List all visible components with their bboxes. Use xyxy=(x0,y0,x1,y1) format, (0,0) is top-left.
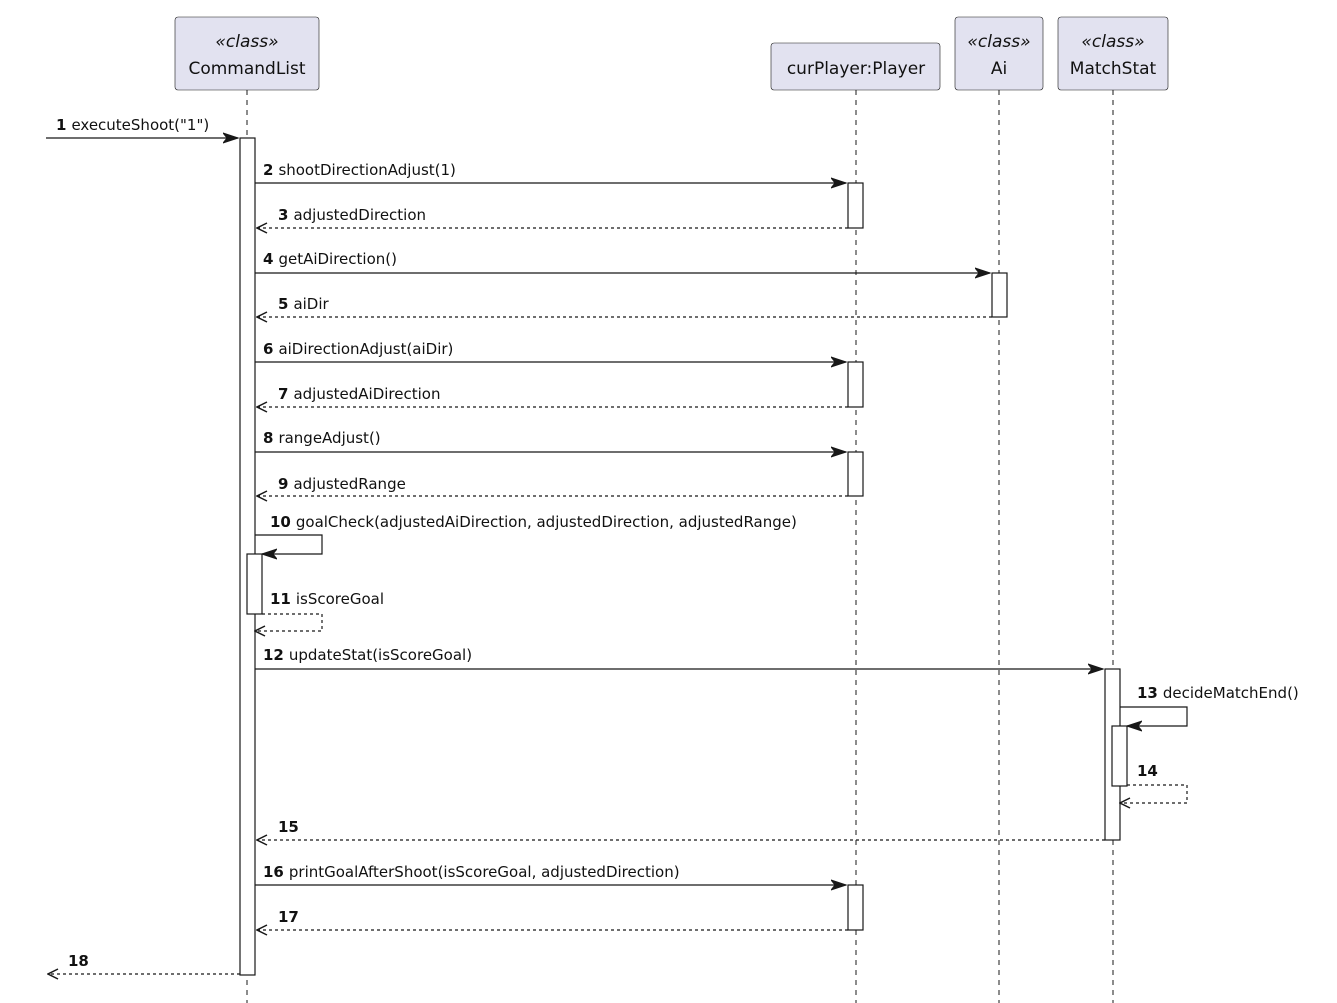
participant-box-ai xyxy=(954,16,1044,91)
participant-name-ai: Ai xyxy=(991,59,1007,79)
participant-stat: «class» MatchStat xyxy=(1057,16,1169,91)
message-arrow-10 xyxy=(255,534,323,554)
message-8: 8 rangeAdjust() xyxy=(255,429,846,452)
message-label-15: 15 xyxy=(278,818,299,836)
message-7: 7 adjustedAiDirection xyxy=(257,385,848,407)
message-number-7: 7 xyxy=(278,385,288,403)
message-text-3: adjustedDirection xyxy=(293,206,426,224)
message-13: 13 decideMatchEnd() xyxy=(1120,684,1299,726)
message-5: 5 aiDir xyxy=(257,295,992,317)
message-label-17: 17 xyxy=(278,908,299,926)
messages: 1 executeShoot("1") 2 shootDirectionAdjust(… xyxy=(46,116,1299,974)
message-label-14: 14 xyxy=(1137,762,1158,780)
message-label-4: 4 getAiDirection() xyxy=(263,250,397,268)
message-number-13: 13 xyxy=(1137,684,1158,702)
message-number-11: 11 xyxy=(270,590,291,608)
message-text-11: isScoreGoal xyxy=(296,590,384,608)
message-label-10: 10 goalCheck(adjustedAiDirection, adjuste… xyxy=(270,513,797,531)
message-label-7: 7 adjustedAiDirection xyxy=(278,385,440,403)
message-number-18: 18 xyxy=(68,952,89,970)
message-18: 18 xyxy=(48,952,240,974)
participant-name-stat: MatchStat xyxy=(1070,59,1157,79)
message-number-15: 15 xyxy=(278,818,299,836)
message-10: 10 goalCheck(adjustedAiDirection, adjuste… xyxy=(255,513,797,554)
activation-bars xyxy=(239,137,1128,976)
activation-player-2 xyxy=(847,182,864,229)
participant-box-player xyxy=(770,42,941,91)
message-label-9: 9 adjustedRange xyxy=(278,475,406,493)
message-text-16: printGoalAfterShoot(isScoreGoal, adjuste… xyxy=(289,863,680,881)
participant-stereotype-stat: «class» xyxy=(1081,32,1144,52)
participant-heads: «class» CommandList curPlayer:Player «class… xyxy=(174,16,1169,91)
message-number-2: 2 xyxy=(263,161,273,179)
message-number-1: 1 xyxy=(56,116,66,134)
message-number-5: 5 xyxy=(278,295,288,313)
message-2: 2 shootDirectionAdjust(1) xyxy=(255,161,846,183)
message-label-5: 5 aiDir xyxy=(278,295,330,313)
message-number-3: 3 xyxy=(278,206,288,224)
participant-name-cmd: CommandList xyxy=(188,59,305,79)
activation-player-8 xyxy=(847,451,864,497)
participant-stereotype-ai: «class» xyxy=(967,32,1030,52)
message-4: 4 getAiDirection() xyxy=(255,250,990,273)
message-number-16: 16 xyxy=(263,863,284,881)
message-17: 17 xyxy=(257,908,848,930)
participant-player: curPlayer:Player xyxy=(770,42,941,91)
activation-commandlist-self xyxy=(246,553,263,615)
message-label-6: 6 aiDirectionAdjust(aiDir) xyxy=(263,340,453,358)
message-text-13: decideMatchEnd() xyxy=(1163,684,1299,702)
message-number-12: 12 xyxy=(263,646,284,664)
message-3: 3 adjustedDirection xyxy=(257,206,848,228)
message-number-4: 4 xyxy=(263,250,273,268)
participant-box-stat xyxy=(1057,16,1169,91)
participant-name-player: curPlayer:Player xyxy=(787,59,925,79)
message-label-1: 1 executeShoot("1") xyxy=(56,116,209,134)
message-12: 12 updateStat(isScoreGoal) xyxy=(255,646,1103,669)
message-number-10: 10 xyxy=(270,513,291,531)
message-text-2: shootDirectionAdjust(1) xyxy=(278,161,455,179)
message-14: 14 xyxy=(1120,762,1188,803)
message-1: 1 executeShoot("1") xyxy=(46,116,238,138)
participant-cmd: «class» CommandList xyxy=(174,16,320,91)
message-label-12: 12 updateStat(isScoreGoal) xyxy=(263,646,472,664)
message-text-6: aiDirectionAdjust(aiDir) xyxy=(278,340,453,358)
message-text-5: aiDir xyxy=(293,295,329,313)
message-text-8: rangeAdjust() xyxy=(278,429,380,447)
participant-ai: «class» Ai xyxy=(954,16,1044,91)
message-arrow-11 xyxy=(255,613,323,631)
message-arrow-13 xyxy=(1120,706,1188,726)
message-number-6: 6 xyxy=(263,340,273,358)
message-9: 9 adjustedRange xyxy=(257,475,848,496)
activation-ai-4 xyxy=(991,272,1008,318)
message-label-18: 18 xyxy=(68,952,89,970)
message-label-16: 16 printGoalAfterShoot(isScoreGoal, adjus… xyxy=(263,863,680,881)
message-6: 6 aiDirectionAdjust(aiDir) xyxy=(255,340,846,362)
participant-box-cmd xyxy=(174,16,320,91)
activation-player-16 xyxy=(847,884,864,931)
message-arrow-14 xyxy=(1120,784,1188,803)
message-text-9: adjustedRange xyxy=(293,475,405,493)
activation-player-6 xyxy=(847,361,864,408)
message-label-13: 13 decideMatchEnd() xyxy=(1137,684,1299,702)
message-text-1: executeShoot("1") xyxy=(71,116,209,134)
message-11: 11 isScoreGoal xyxy=(255,590,384,631)
message-label-11: 11 isScoreGoal xyxy=(270,590,384,608)
message-text-4: getAiDirection() xyxy=(278,250,397,268)
message-label-8: 8 rangeAdjust() xyxy=(263,429,381,447)
message-text-7: adjustedAiDirection xyxy=(293,385,440,403)
message-label-3: 3 adjustedDirection xyxy=(278,206,426,224)
activation-matchstat-self xyxy=(1111,725,1128,787)
message-number-17: 17 xyxy=(278,908,299,926)
message-15: 15 xyxy=(257,818,1105,840)
message-number-9: 9 xyxy=(278,475,288,493)
message-16: 16 printGoalAfterShoot(isScoreGoal, adjus… xyxy=(255,863,846,885)
message-number-8: 8 xyxy=(263,429,273,447)
message-number-14: 14 xyxy=(1137,762,1158,780)
participant-stereotype-cmd: «class» xyxy=(215,32,278,52)
message-label-2: 2 shootDirectionAdjust(1) xyxy=(263,161,456,179)
message-text-10: goalCheck(adjustedAiDirection, adjustedD… xyxy=(296,513,797,531)
message-text-12: updateStat(isScoreGoal) xyxy=(289,646,472,664)
